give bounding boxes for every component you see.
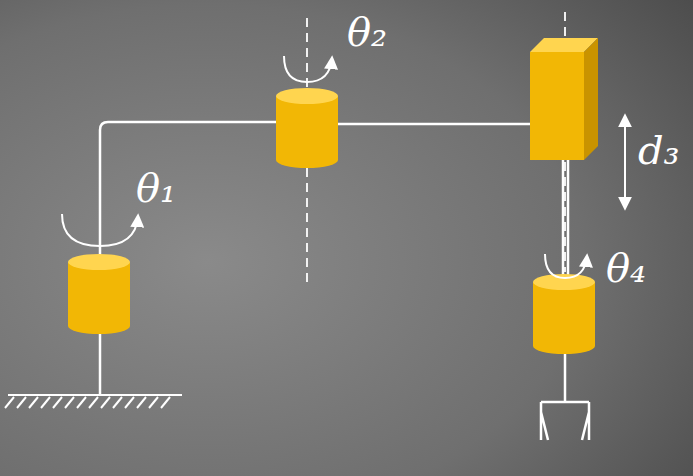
revolute-joint-4 xyxy=(533,274,595,354)
ground-hatch xyxy=(149,397,158,408)
links xyxy=(100,122,589,440)
joint-label: θ₂ xyxy=(347,12,387,52)
joint-label: θ₄ xyxy=(606,248,646,288)
ground-hatch xyxy=(89,397,98,408)
ground-hatch xyxy=(41,397,50,408)
ground-hatch xyxy=(125,397,134,408)
ground-hatch xyxy=(53,397,62,408)
ground-hatch xyxy=(65,397,74,408)
ground-hatch xyxy=(161,397,170,408)
joint-label: θ₁ xyxy=(136,168,176,208)
ground xyxy=(5,395,182,408)
revolute-joint-1 xyxy=(68,254,130,334)
prismatic-joint xyxy=(530,38,598,160)
ground-hatch xyxy=(17,397,26,408)
ground-hatch xyxy=(77,397,86,408)
revolute-joint-2 xyxy=(276,88,338,168)
translation-arrow xyxy=(624,116,626,208)
ground-hatch xyxy=(113,397,122,408)
ground-hatch xyxy=(5,397,14,408)
rotation-arrows xyxy=(62,56,587,278)
ground-hatch xyxy=(137,397,146,408)
joint-label: d₃ xyxy=(638,130,680,170)
ground-hatch xyxy=(29,397,38,408)
joint-axes xyxy=(307,12,565,288)
ground-hatch xyxy=(101,397,110,408)
